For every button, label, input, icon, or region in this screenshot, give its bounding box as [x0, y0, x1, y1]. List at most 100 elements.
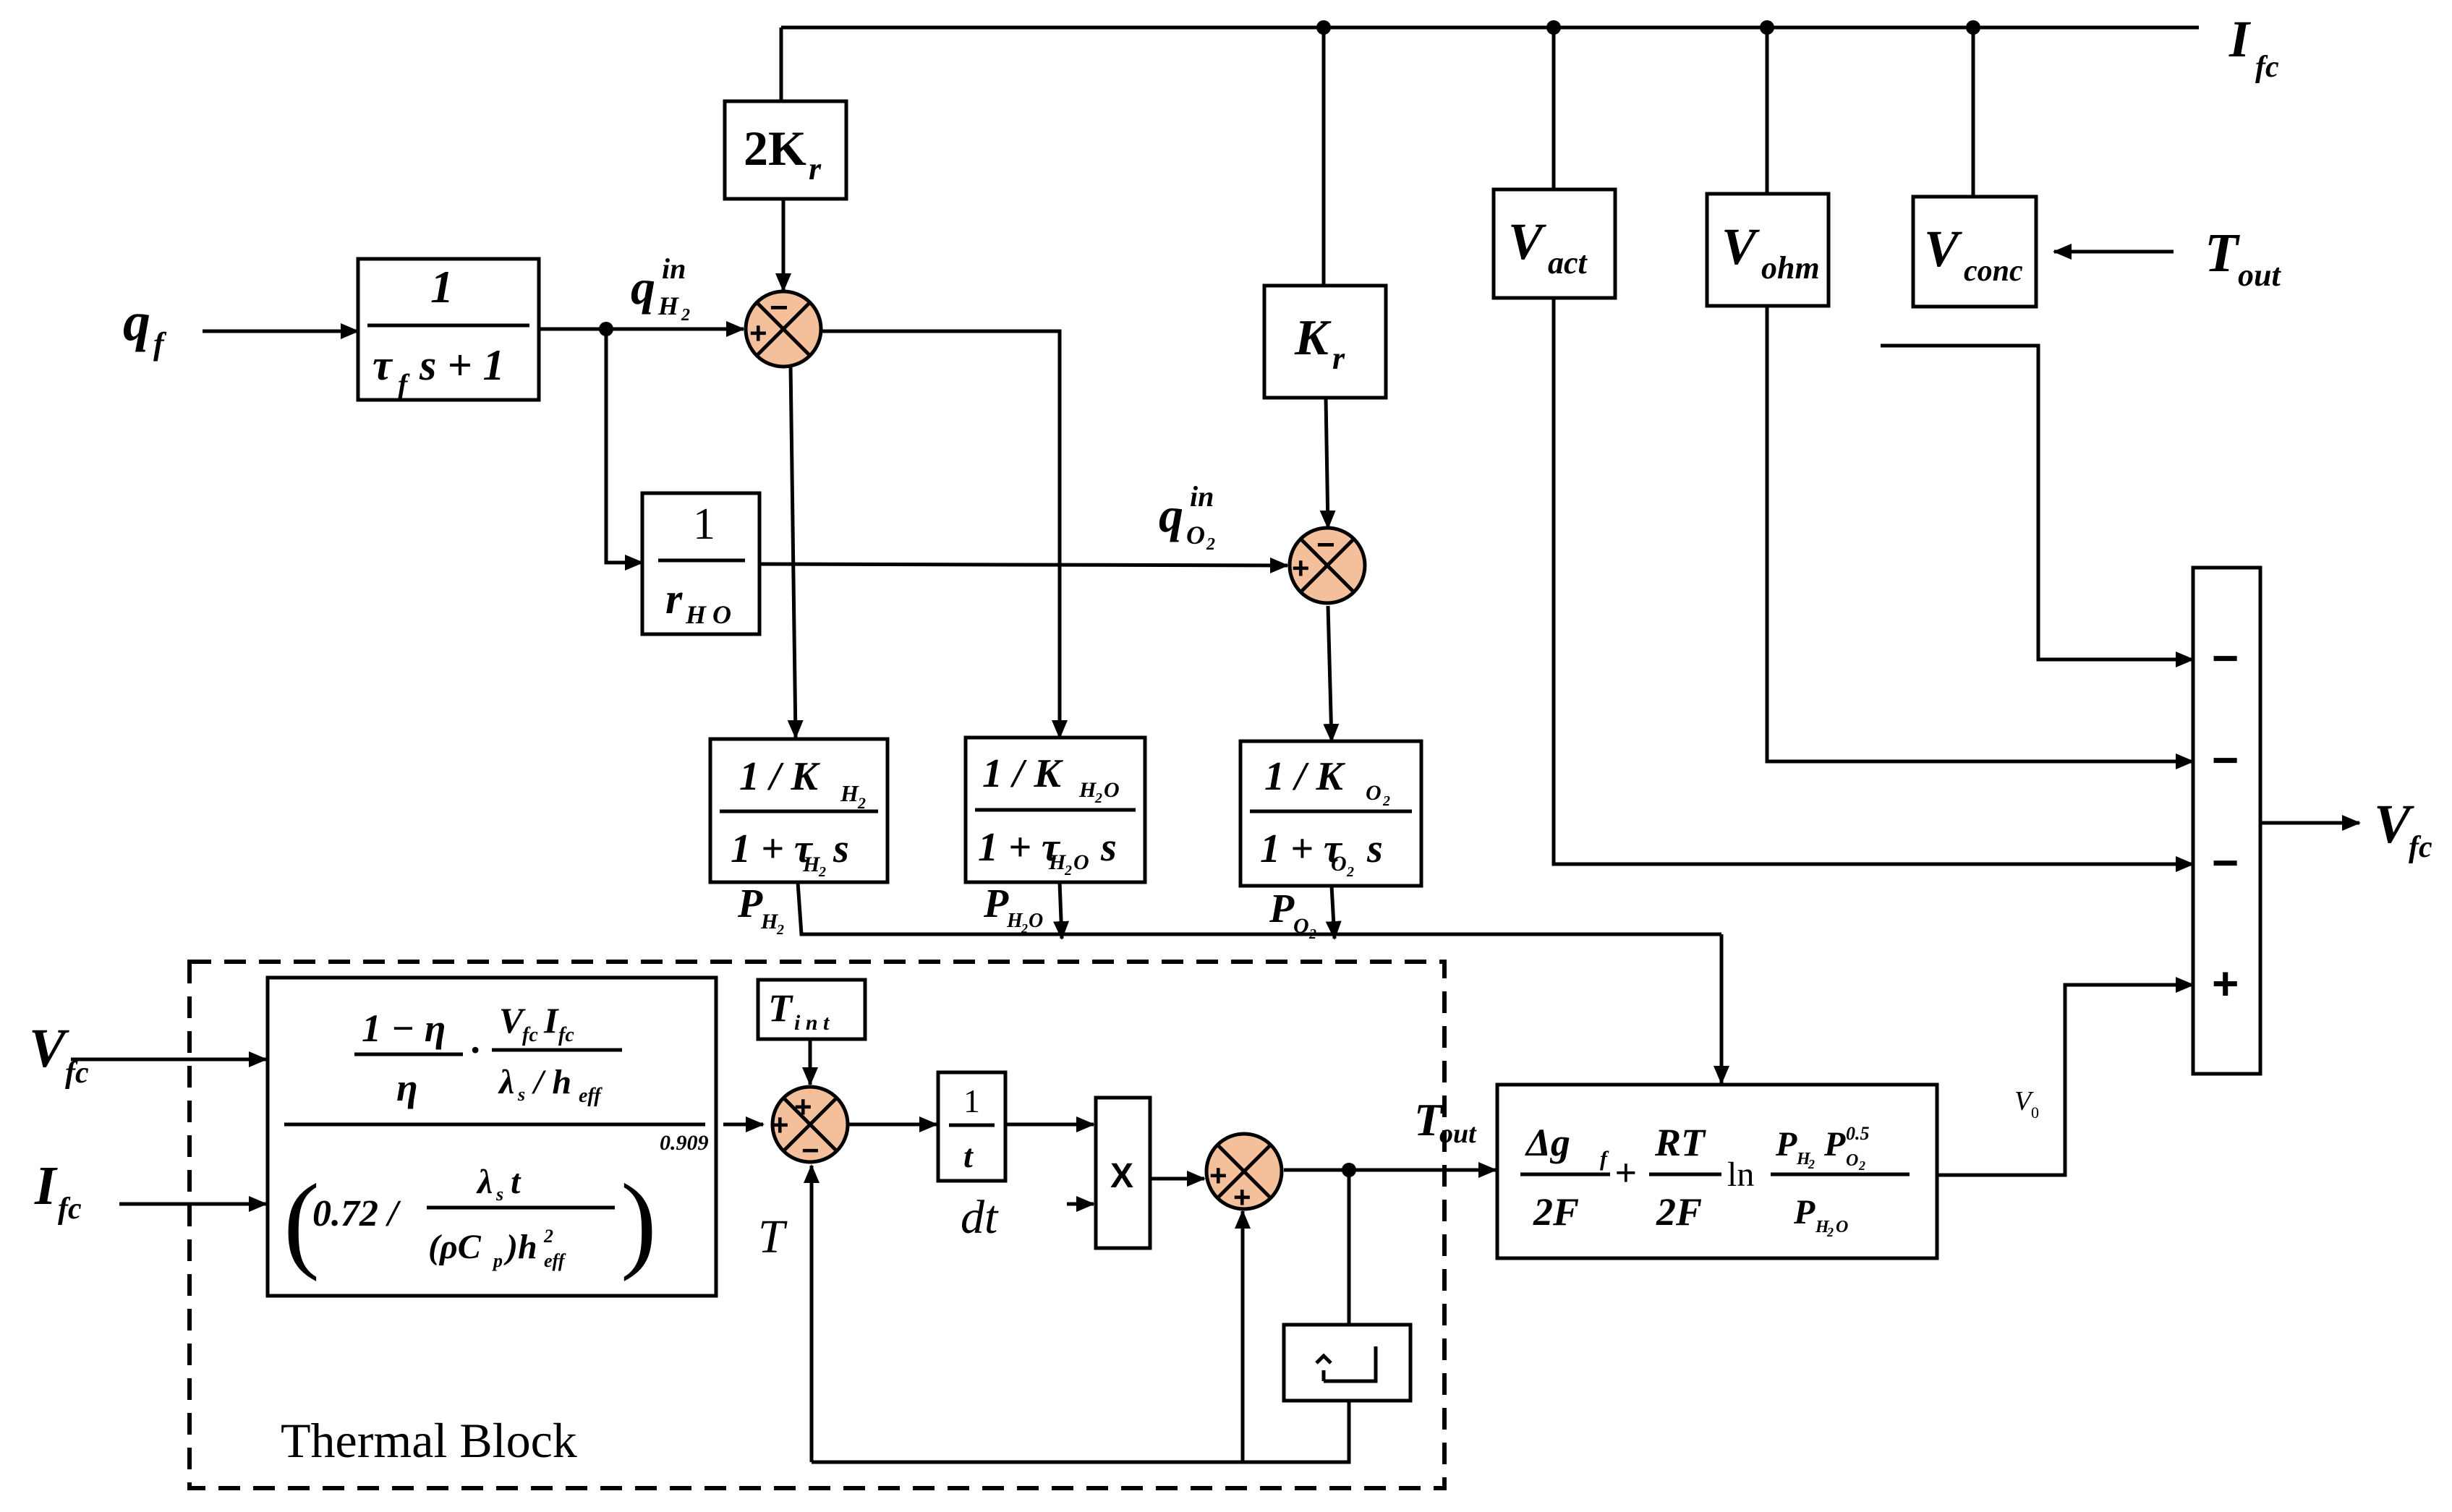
svg-text:−: − [2212, 632, 2239, 684]
svg-text:t: t [963, 1137, 974, 1174]
svg-text:H: H [1006, 910, 1023, 932]
svg-text:fc: fc [2409, 831, 2432, 864]
wire-kr-to-sum2 [1319, 397, 1336, 529]
svg-text:+: + [1209, 1158, 1227, 1192]
svg-text:s: s [833, 827, 849, 871]
svg-text:q: q [631, 260, 655, 315]
block-vact: V act [1491, 187, 1617, 300]
svg-text:P: P [1823, 1125, 1846, 1163]
label-vfc-output: V fc [2374, 794, 2432, 864]
svg-text:+: + [1614, 1151, 1637, 1195]
svg-text:H O: H O [685, 600, 731, 629]
block-integrator: 1 t [936, 1070, 1008, 1183]
svg-text:)h: )h [503, 1228, 537, 1266]
svg-text:t: t [511, 1163, 522, 1201]
wire-sum1-to-kh2 [787, 364, 804, 739]
label-t-feedback: T [758, 1210, 788, 1263]
svg-text:ohm: ohm [1761, 250, 1820, 286]
block-tint: T i n t [756, 978, 867, 1041]
svg-text:O: O [1846, 1151, 1858, 1170]
svg-text:1 + τ: 1 + τ [978, 825, 1061, 870]
svg-text:s: s [517, 1084, 525, 1105]
svg-text:2F: 2F [1656, 1190, 1702, 1234]
svg-text:−: − [2212, 734, 2239, 786]
svg-text:+: + [794, 1090, 812, 1124]
svg-text:/ h: / h [532, 1063, 571, 1101]
label-qh2-in: q in H 2 [631, 252, 690, 325]
svg-text:): ) [621, 1162, 657, 1282]
label-vfc-input: V fc [29, 1018, 89, 1090]
junction-dot [1316, 20, 1331, 35]
label-ifc-top: I fc [2228, 10, 2279, 84]
svg-text:1 + τ: 1 + τ [1260, 827, 1343, 871]
sum-junction-temperature: + + [1204, 1132, 1284, 1214]
svg-text:2: 2 [857, 794, 866, 812]
svg-text:H: H [1796, 1150, 1811, 1169]
svg-text:V: V [499, 1000, 526, 1041]
svg-text:+: + [2212, 957, 2239, 1009]
wire-sum1-to-kh2o [821, 329, 1068, 739]
svg-text:1: 1 [963, 1082, 980, 1119]
svg-text:I: I [34, 1156, 58, 1216]
svg-text:P: P [983, 881, 1009, 926]
svg-text:f: f [398, 368, 410, 401]
svg-text:O: O [1366, 781, 1382, 805]
svg-text:X: X [1110, 1157, 1133, 1195]
wire-v0-to-sum [1937, 977, 2195, 1177]
svg-text:2F: 2F [1533, 1190, 1579, 1234]
svg-text:2: 2 [543, 1226, 553, 1247]
svg-text:+: + [1292, 551, 1310, 585]
svg-text:fc: fc [558, 1024, 574, 1046]
svg-text:Δg: Δg [1525, 1121, 1570, 1164]
svg-text:1 / K: 1 / K [982, 751, 1064, 796]
svg-text:2: 2 [1858, 1158, 1865, 1173]
svg-text:+: + [749, 316, 767, 350]
svg-text:H: H [1078, 778, 1097, 802]
svg-text:P: P [1269, 887, 1295, 931]
block-kh2o: 1 / K H 2 O 1 + τ H 2 O s [963, 735, 1147, 884]
label-tout-mid: T out [1414, 1094, 1477, 1149]
svg-text:P: P [1793, 1193, 1815, 1231]
block-thermal-equation: 1 − η η · V fc I fc λ s / h eff ( 0.72 /… [265, 975, 718, 1298]
svg-text:−: − [1316, 527, 1335, 563]
svg-text:eff: eff [579, 1085, 603, 1107]
svg-text:fc: fc [58, 1192, 82, 1226]
svg-text:+: + [771, 1108, 789, 1142]
svg-text:H: H [657, 291, 679, 320]
svg-text:V: V [2374, 794, 2414, 855]
svg-text:2: 2 [1206, 535, 1215, 554]
svg-text:2: 2 [1826, 1225, 1834, 1239]
svg-text:i n t: i n t [794, 1011, 830, 1035]
svg-text:q: q [123, 291, 150, 352]
svg-text:H: H [1048, 850, 1067, 874]
svg-text:act: act [1548, 245, 1588, 281]
junction-dot [1546, 20, 1561, 35]
svg-text:eff: eff [544, 1250, 566, 1271]
svg-text:r: r [1332, 341, 1345, 376]
svg-text:in: in [1190, 480, 1214, 513]
svg-text:2: 2 [1346, 864, 1354, 880]
svg-text:fc: fc [2255, 51, 2279, 84]
svg-text:0.5: 0.5 [1846, 1123, 1870, 1144]
wire-vact-to-sum [1551, 298, 2195, 872]
svg-text:q: q [1159, 487, 1183, 542]
svg-text:V: V [29, 1018, 69, 1079]
svg-text:V: V [1721, 218, 1760, 276]
svg-text:f: f [1600, 1147, 1609, 1171]
wire-po2-out [1325, 885, 1342, 940]
label-tout-input: T out [2205, 223, 2281, 293]
label-po2: P O 2 [1269, 887, 1316, 942]
svg-text:I: I [2228, 10, 2252, 68]
svg-text:λ: λ [476, 1163, 493, 1201]
svg-text:−: − [2212, 837, 2239, 889]
svg-text:out: out [2238, 257, 2281, 293]
svg-text:O: O [1331, 852, 1347, 876]
block-nernst: Δg f 2F + RT 2F ln P H 2 P 0.5 O 2 P H 2… [1495, 1082, 1939, 1260]
svg-text:O: O [1186, 521, 1205, 550]
svg-text:−: − [770, 290, 788, 325]
wire-branch-to-rho [604, 329, 644, 571]
svg-text:1: 1 [693, 500, 715, 549]
svg-text:−: − [801, 1133, 820, 1167]
label-qf: q f [123, 291, 167, 362]
